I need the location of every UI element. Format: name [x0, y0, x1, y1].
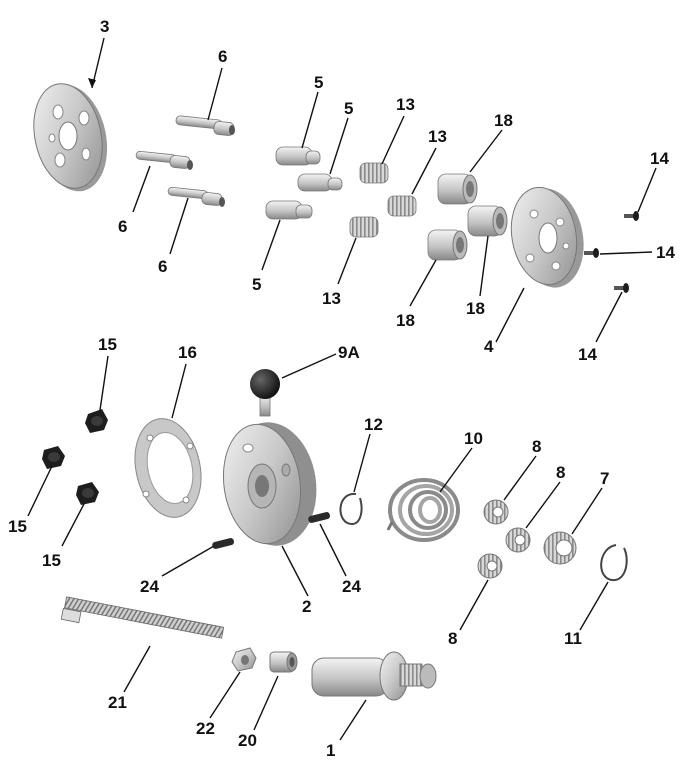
- part-8-gear-bottom: [477, 553, 503, 579]
- part-22-hex-nut: [231, 647, 257, 672]
- callout-15-left: 15: [8, 517, 27, 536]
- part-13-splined-sleeve-top: [359, 162, 389, 184]
- callout-20: 20: [238, 731, 257, 750]
- callout-labels: 3 6 6 6 5 5 5 13 13 13 18 18 18 4 14 14 …: [8, 17, 675, 760]
- callout-13-bottom: 13: [322, 289, 341, 308]
- part-24-dowel-pin-right: [308, 512, 331, 523]
- part-5-shaft-bottom: [265, 200, 313, 220]
- callout-5-middle: 5: [344, 99, 353, 118]
- part-8-gear-middle: [505, 527, 531, 553]
- part-14-screw-middle: [584, 248, 599, 258]
- callout-8-top: 8: [532, 437, 541, 456]
- callout-2: 2: [302, 597, 311, 616]
- part-5-shaft-top: [275, 146, 321, 166]
- callout-6-left: 6: [118, 217, 127, 236]
- part-6-pin-bottom: [167, 186, 225, 207]
- part-1-main-shaft: [311, 651, 437, 701]
- callout-11: 11: [564, 629, 582, 648]
- part-7-gear: [543, 531, 577, 565]
- callout-21: 21: [108, 693, 127, 712]
- callout-6-top: 6: [218, 47, 227, 66]
- part-21-threaded-rod: [60, 596, 225, 639]
- part-14-screw-top: [624, 211, 639, 221]
- callout-18-middle: 18: [466, 299, 485, 318]
- callout-3: 3: [100, 17, 109, 36]
- part-12-retaining-ring: [339, 492, 363, 526]
- part-13-splined-sleeve-middle: [387, 195, 417, 217]
- callout-5-top: 5: [314, 73, 323, 92]
- part-5-shaft-middle: [297, 173, 343, 192]
- part-6-pin-middle: [135, 150, 193, 170]
- part-11-snap-ring: [600, 544, 628, 582]
- callout-9a: 9A: [338, 343, 360, 362]
- callout-14-top: 14: [650, 149, 669, 168]
- part-9a-knob: [250, 369, 280, 417]
- callout-8-bottom: 8: [448, 629, 457, 648]
- callout-7: 7: [600, 469, 609, 488]
- callout-6-bottom: 6: [158, 257, 167, 276]
- part-4-flange-plate: [510, 186, 584, 288]
- callout-8-middle: 8: [556, 463, 565, 482]
- callout-5-bottom: 5: [252, 275, 261, 294]
- part-2-housing: [222, 422, 317, 546]
- leader-lines: [27, 37, 657, 741]
- part-14-screw-bottom: [614, 283, 629, 293]
- callout-13-middle: 13: [428, 127, 447, 146]
- part-6-pin-top: [175, 115, 235, 136]
- part-20-fitting: [269, 651, 298, 673]
- callout-22: 22: [196, 719, 215, 738]
- callout-18-top: 18: [494, 111, 513, 130]
- part-16-gasket: [134, 418, 202, 518]
- part-18-bushing-middle: [467, 205, 508, 237]
- part-15-nut-left: [42, 446, 65, 469]
- part-8-gear-top: [483, 499, 509, 525]
- part-3-flange-plate: [33, 83, 108, 192]
- callout-14-bottom: 14: [578, 345, 597, 364]
- part-10-coil-spring: [386, 478, 460, 542]
- callout-14-middle: 14: [656, 243, 675, 262]
- callout-16: 16: [178, 343, 197, 362]
- callout-18-bottom: 18: [396, 311, 415, 330]
- part-18-bushing-top: [437, 173, 478, 205]
- callout-13-top: 13: [396, 95, 415, 114]
- part-24-dowel-pin-left: [212, 538, 235, 549]
- callout-24-right: 24: [342, 577, 361, 596]
- callout-12: 12: [364, 415, 383, 434]
- part-15-nut-bottom: [76, 482, 99, 505]
- callout-15-bottom: 15: [42, 551, 61, 570]
- callout-15-top: 15: [98, 335, 117, 354]
- callout-4: 4: [484, 337, 494, 356]
- part-18-bushing-bottom: [427, 229, 468, 261]
- callout-1: 1: [326, 741, 335, 760]
- callout-10: 10: [464, 429, 483, 448]
- callout-24-left: 24: [140, 577, 159, 596]
- part-13-splined-sleeve-bottom: [349, 216, 379, 238]
- part-15-nut-top: [85, 409, 108, 433]
